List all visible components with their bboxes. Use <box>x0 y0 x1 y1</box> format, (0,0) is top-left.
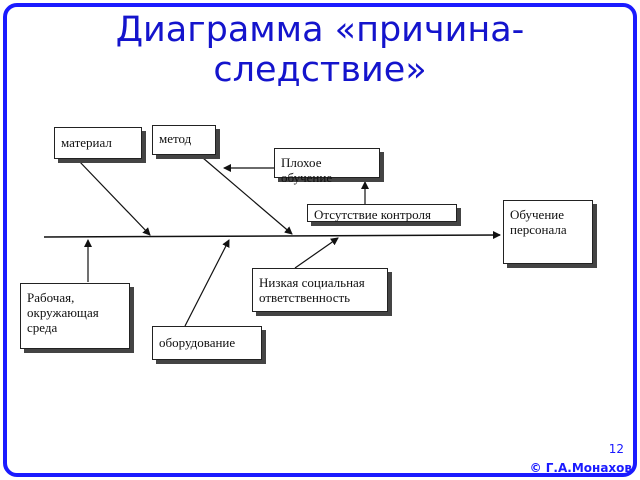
cause-bad-training-box: Плохое обучение <box>274 148 380 185</box>
cause-method-box: метод <box>152 125 216 155</box>
copyright: © Г.А.Монахов <box>529 461 632 475</box>
page-number: 12 <box>608 442 624 456</box>
slide-title: Диаграмма «причина-следствие» <box>115 10 525 90</box>
cause-no-control-box: Отсутствие контроля <box>307 204 457 222</box>
method-bone <box>195 151 293 235</box>
cause-material-box: материал <box>54 127 142 159</box>
effect-box: Обучение персонала <box>503 200 593 264</box>
responsibility-bone <box>294 237 339 269</box>
cause-low-responsibility-box: Низкая социальная ответственность <box>252 268 388 312</box>
spine-arrow <box>43 231 501 240</box>
equipment-bone <box>184 239 230 327</box>
material-bone <box>77 159 151 236</box>
cause-equipment-box: оборудование <box>152 326 262 360</box>
cause-work-environment-box: Рабочая, окружающая среда <box>20 283 130 349</box>
